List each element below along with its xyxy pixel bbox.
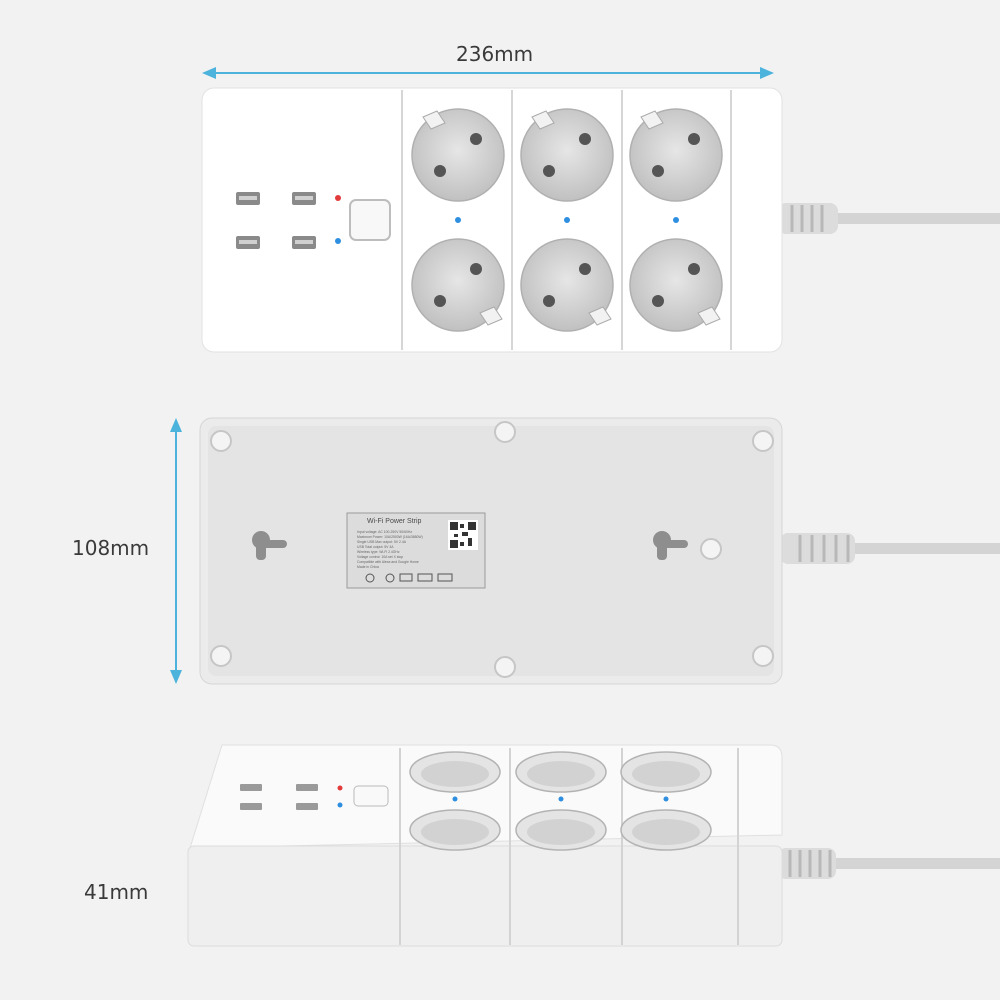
- socket-led: [673, 217, 679, 223]
- length-label: 236mm: [456, 42, 534, 66]
- top-view: [201, 87, 1000, 353]
- keyhole-mounts: [252, 531, 688, 560]
- label-title: Wi-Fi Power Strip: [367, 518, 422, 525]
- width-label: 108mm: [72, 536, 150, 560]
- label-line: Made in China: [357, 565, 379, 569]
- blue-led: [335, 238, 341, 244]
- cable-strain-relief: [778, 203, 838, 234]
- label-line: Single USB Max output: 5V 2.4A: [357, 540, 407, 544]
- cable-strain-relief-bottom: [780, 533, 855, 564]
- eu-socket: [620, 751, 712, 793]
- eu-socket: [409, 751, 501, 793]
- eu-socket: [629, 238, 723, 332]
- bottom-view: [199, 417, 1000, 685]
- eu-socket: [411, 108, 505, 202]
- label-line: USB Total output: 5V 4A: [357, 545, 394, 549]
- side-power-button: [353, 785, 389, 807]
- qr-code: [448, 520, 478, 550]
- label-line: Wireless type: Wi-Fi 2.4GHz: [357, 550, 400, 554]
- rubber-feet: [210, 421, 774, 678]
- red-led: [335, 195, 341, 201]
- eu-socket: [515, 751, 607, 793]
- eu-socket: [629, 108, 723, 202]
- certification-marks: [365, 573, 453, 583]
- label-line: Voltage control: 10A set X stop: [357, 555, 404, 559]
- socket-led: [558, 796, 564, 802]
- eu-socket: [520, 238, 614, 332]
- eu-socket: [620, 809, 712, 851]
- eu-socket: [411, 238, 505, 332]
- socket-led: [663, 796, 669, 802]
- label-line: Maximum Power: 10A/2500W (16A/3680W): [357, 535, 423, 539]
- socket-led: [564, 217, 570, 223]
- eu-socket: [520, 108, 614, 202]
- label-line: Compatible with Alexa and Google Home: [357, 560, 419, 564]
- eu-socket: [409, 809, 501, 851]
- eu-socket: [515, 809, 607, 851]
- socket-led: [452, 796, 458, 802]
- side-front-face: [187, 845, 783, 947]
- power-button: [349, 199, 391, 241]
- label-line: Input voltage: AC 100-250V 50/60Hz: [357, 530, 413, 534]
- cable-strain-relief-side: [778, 848, 836, 879]
- socket-led: [455, 217, 461, 223]
- side-view: [187, 744, 1000, 947]
- height-label: 41mm: [84, 880, 149, 904]
